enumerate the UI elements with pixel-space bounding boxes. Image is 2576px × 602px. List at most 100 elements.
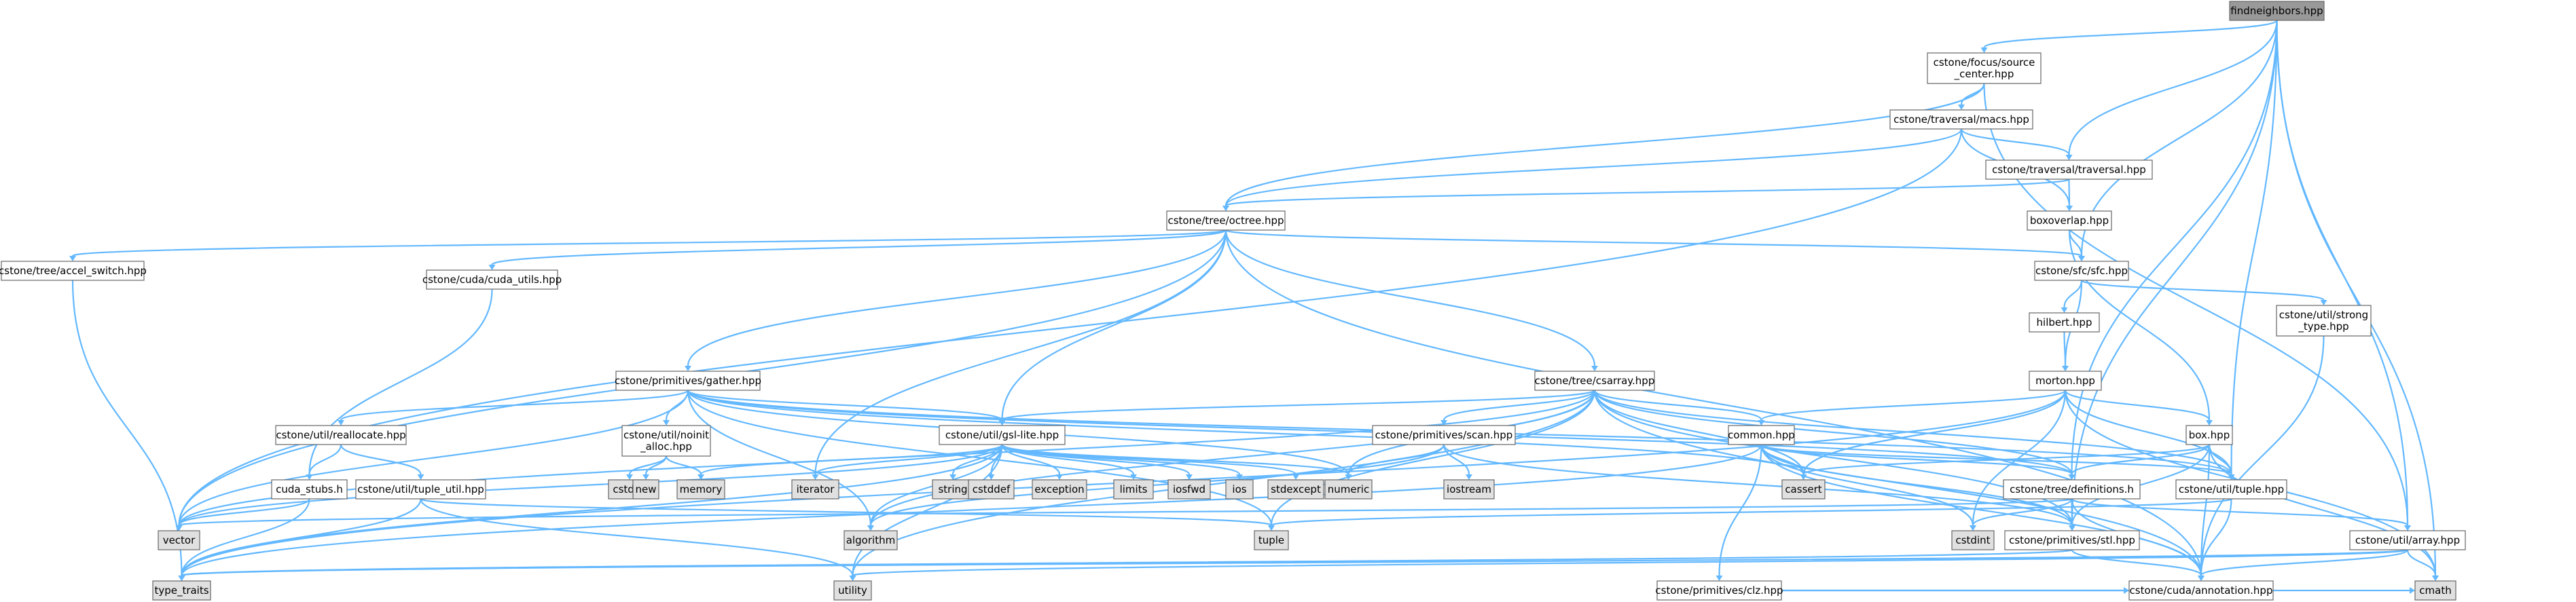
node-box: [833, 580, 872, 601]
file-node[interactable]: cstone/focus/source_center.hpp: [1927, 52, 2042, 84]
file-node[interactable]: cstone/traversal/macs.hpp: [1889, 109, 2033, 130]
edge-arrowhead: [2065, 155, 2073, 160]
file-node[interactable]: cstone/util/tuple.hpp: [2175, 479, 2287, 500]
dependency-edge: [1758, 389, 2067, 426]
edge-arrowhead: [1591, 366, 1598, 371]
node-box: [152, 580, 211, 601]
system-header-node: utility: [833, 580, 872, 601]
node-label: cassert: [1785, 483, 1821, 495]
system-header-node: tuple: [1254, 530, 1289, 550]
file-node[interactable]: cstone/util/tuple_util.hpp: [355, 479, 486, 500]
edge-arrowhead: [2410, 587, 2415, 594]
dependency-edge: [340, 444, 424, 480]
file-node[interactable]: cstone/util/strong_type.hpp: [2276, 305, 2372, 337]
edge-arrowhead: [488, 265, 496, 270]
edge-arrowhead: [949, 474, 956, 480]
dependency-edge: [1716, 444, 1762, 581]
system-header-node: numeric: [1324, 479, 1373, 500]
system-header-node: type_traits: [152, 580, 211, 601]
node-box: [1113, 479, 1154, 500]
dependency-edge: [867, 444, 1445, 531]
file-node[interactable]: cstone/util/reallocate.hpp: [275, 425, 407, 445]
node-box: [1267, 479, 1324, 500]
node-box: [2175, 479, 2287, 500]
node-box: [426, 269, 558, 290]
file-node[interactable]: cstone/util/noinit_alloc.hpp: [621, 425, 711, 457]
system-header-node: iterator: [791, 479, 839, 500]
file-node[interactable]: cstone/util/array.hpp: [2349, 530, 2466, 550]
dependency-edge: [2080, 279, 2327, 305]
file-node[interactable]: cstone/cuda/cuda_utils.hpp: [422, 269, 562, 290]
edge-arrowhead: [2404, 525, 2411, 531]
file-node[interactable]: cstone/tree/csarray.hpp: [1534, 371, 1655, 391]
edge-arrowhead: [2062, 366, 2069, 371]
node-box: [2003, 479, 2141, 500]
edge-arrowhead: [998, 420, 1006, 426]
file-node[interactable]: box.hpp: [2185, 425, 2233, 445]
edge-arrowhead: [1758, 420, 1765, 426]
node-box: [1, 261, 145, 281]
file-node[interactable]: cstone/tree/accel_switch.hpp: [0, 261, 147, 281]
node-box: [843, 530, 898, 550]
edge-arrowhead: [2198, 576, 2205, 581]
dependency-edge: [175, 128, 1963, 531]
edge-arrowhead: [867, 525, 874, 531]
dependency-edge: [2276, 20, 2439, 581]
file-node[interactable]: cstone/tree/definitions.h: [2003, 479, 2141, 500]
file-node[interactable]: hilbert.hpp: [2029, 312, 2100, 333]
dependency-edge: [2064, 390, 2213, 426]
node-label: cstone/tree/octree.hpp: [1167, 214, 1284, 227]
node-box: [2027, 210, 2112, 231]
node-label: string: [938, 483, 967, 495]
file-node[interactable]: cuda_stubs.h: [271, 479, 348, 500]
node-label: cstone/cuda/annotation.hpp: [2130, 584, 2273, 597]
node-label: exception: [1034, 483, 1084, 495]
edge-arrowhead: [663, 420, 670, 426]
system-header-node: ios: [1225, 479, 1254, 500]
system-header-node: limits: [1113, 479, 1154, 500]
node-box: [1656, 580, 1782, 601]
dependency-edge: [1980, 19, 2278, 53]
root-file-node[interactable]: findneighbors.hpp: [2229, 1, 2325, 21]
node-box: [1889, 109, 2033, 130]
node-box: [2029, 312, 2100, 333]
dependency-edge: [998, 389, 1596, 426]
node-box: [1951, 530, 1995, 550]
node-label: box.hpp: [2189, 429, 2230, 441]
edge-arrowhead: [2432, 576, 2439, 581]
file-node[interactable]: cstone/sfc/sfc.hpp: [2034, 261, 2129, 281]
node-box: [1781, 479, 1826, 500]
dependency-edge: [998, 229, 1227, 426]
file-node[interactable]: common.hpp: [1728, 425, 1795, 445]
edge-arrowhead: [338, 420, 344, 426]
node-label: cstone/util/gsl-lite.hpp: [945, 429, 1059, 441]
dependency-edge: [1960, 128, 2073, 160]
file-node[interactable]: cstone/util/gsl-lite.hpp: [939, 425, 1066, 445]
node-label: cstone/traversal/macs.hpp: [1893, 113, 2029, 126]
dependency-edge: [2406, 549, 2439, 581]
file-node[interactable]: cstone/traversal/traversal.hpp: [1985, 159, 2153, 180]
node-label: iosfwd: [1173, 483, 1205, 495]
node-box: [621, 425, 711, 457]
file-node[interactable]: cstone/cuda/annotation.hpp: [2128, 580, 2274, 601]
file-node[interactable]: morton.hpp: [2029, 371, 2102, 391]
edge-arrowhead: [685, 366, 691, 371]
file-node[interactable]: cstone/primitives/gather.hpp: [615, 371, 761, 391]
node-label: cstone/primitives/clz.hpp: [1655, 584, 1783, 597]
edge-arrowhead: [2068, 474, 2075, 480]
dependency-edge: [1222, 83, 1985, 211]
node-label: cstone/util/strong: [2279, 309, 2368, 321]
system-header-node: exception: [1032, 479, 1087, 500]
node-box: [1534, 371, 1655, 391]
node-box: [2004, 530, 2140, 550]
dependency-edge: [1781, 587, 2415, 594]
file-node[interactable]: cstone/primitives/clz.hpp: [1655, 580, 1783, 601]
file-node[interactable]: cstone/tree/octree.hpp: [1166, 210, 1286, 231]
node-label: memory: [680, 483, 723, 495]
file-node[interactable]: cstone/primitives/stl.hpp: [2004, 530, 2140, 550]
file-node[interactable]: cstone/primitives/scan.hpp: [1372, 425, 1516, 445]
node-box: [1167, 479, 1211, 500]
dependency-edge: [2198, 335, 2325, 581]
node-box: [1324, 479, 1373, 500]
file-node[interactable]: boxoverlap.hpp: [2027, 210, 2112, 231]
